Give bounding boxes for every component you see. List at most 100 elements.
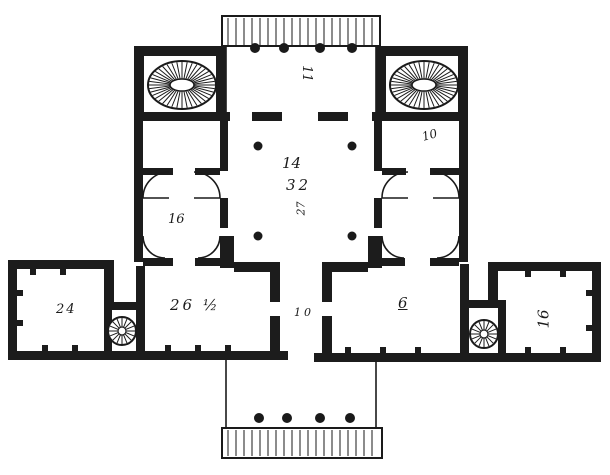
stair-tread <box>149 80 171 85</box>
right-wing <box>314 262 601 362</box>
stair-tread <box>413 90 421 108</box>
stair-tread <box>116 318 121 328</box>
stair-tread <box>425 90 430 108</box>
door-swings <box>142 171 460 259</box>
label-wing-left: 24 <box>56 302 77 317</box>
stair-tread <box>116 334 121 344</box>
stair-tread <box>485 337 490 347</box>
stair-tread <box>192 74 212 83</box>
stair-tread <box>171 90 179 108</box>
stair-tread <box>394 87 414 96</box>
label-saloon-b: 32 <box>286 176 312 194</box>
stair-tread <box>391 85 413 90</box>
stair-tread <box>183 62 188 80</box>
stair-tread <box>430 66 444 81</box>
main-walls <box>134 112 468 358</box>
stair-tread <box>176 62 181 80</box>
stair-tread <box>400 88 416 102</box>
stair-tread <box>425 62 430 80</box>
stair-tread <box>109 332 119 337</box>
stair-tread <box>418 90 423 108</box>
stair-tread <box>124 321 132 329</box>
stair-tread <box>191 71 209 82</box>
stair-tread <box>176 90 181 108</box>
stair-tread <box>193 86 214 93</box>
stair-tread <box>433 71 451 82</box>
stair-tread <box>193 85 215 90</box>
stair-tread <box>185 62 193 80</box>
stair-tread <box>155 88 173 99</box>
stair-tread <box>193 80 215 85</box>
stair-tread <box>434 74 454 83</box>
label-room-right-main: 6 <box>398 294 408 312</box>
label-hall: 10 <box>294 306 314 319</box>
stair-tread <box>471 328 481 333</box>
stair-tread <box>188 66 202 81</box>
stair-tread <box>158 68 174 82</box>
stair-tread <box>427 62 435 80</box>
stair-tread <box>435 85 457 90</box>
stair-tread <box>190 88 206 102</box>
stair-tread <box>429 90 440 106</box>
stair-tread <box>166 90 177 106</box>
stair-tread <box>413 62 421 80</box>
stair-tread <box>192 87 212 96</box>
saloon-columns <box>253 141 357 241</box>
stair-tread <box>397 71 415 82</box>
stair-tread <box>123 318 128 328</box>
label-portico-top: 11 <box>298 65 314 82</box>
stair-tread <box>392 86 413 93</box>
stair-tread <box>150 77 171 84</box>
stair-tread <box>392 77 413 84</box>
stair-tread <box>150 86 171 93</box>
stair-tread <box>478 321 483 331</box>
stair-tread <box>474 324 482 332</box>
stair-tread <box>162 89 176 104</box>
stair-tread <box>486 324 494 332</box>
stair-tread <box>432 88 448 102</box>
stair-tread <box>429 64 440 80</box>
stair-tread <box>404 89 418 104</box>
stair-tread <box>471 335 481 340</box>
stair-tread <box>418 62 423 80</box>
stair-tread <box>187 64 198 80</box>
stair-tread <box>435 80 457 85</box>
stair-tread <box>124 333 132 341</box>
stair-tread <box>427 90 435 108</box>
upper-left-stair-block <box>134 46 226 116</box>
stair-tread <box>162 66 176 81</box>
stair-tread <box>171 62 179 80</box>
stair-tread <box>166 64 177 80</box>
top-portico <box>221 15 381 112</box>
bottom-portico <box>221 360 383 459</box>
stair-tread <box>193 77 214 84</box>
stair-tread <box>394 74 414 83</box>
left-wing <box>8 260 288 360</box>
upper-right-stair-block <box>376 46 468 116</box>
stair-tread <box>404 66 418 81</box>
stair-tread <box>485 321 490 331</box>
stair-tread <box>432 68 448 82</box>
stair-tread <box>478 337 483 347</box>
label-saloon-a: 14 <box>282 154 302 172</box>
label-room-left-door: 16 <box>168 212 185 227</box>
stair-tread <box>152 87 172 96</box>
stair-tread <box>430 89 444 104</box>
stair-tread <box>400 68 416 82</box>
stair-tread <box>125 325 135 330</box>
stair-tread <box>188 89 202 104</box>
stair-tread <box>408 64 419 80</box>
stair-tread <box>125 332 135 337</box>
stair-tread <box>155 71 173 82</box>
stair-tread <box>187 90 198 106</box>
stair-tread <box>391 80 413 85</box>
stair-tread <box>190 68 206 82</box>
stair-tread <box>433 88 451 99</box>
stair-tread <box>191 88 209 99</box>
stair-tread <box>123 334 128 344</box>
stair-tread <box>435 77 456 84</box>
stair-tread <box>149 85 171 90</box>
stair-tread <box>474 336 482 344</box>
stair-tread <box>434 87 454 96</box>
